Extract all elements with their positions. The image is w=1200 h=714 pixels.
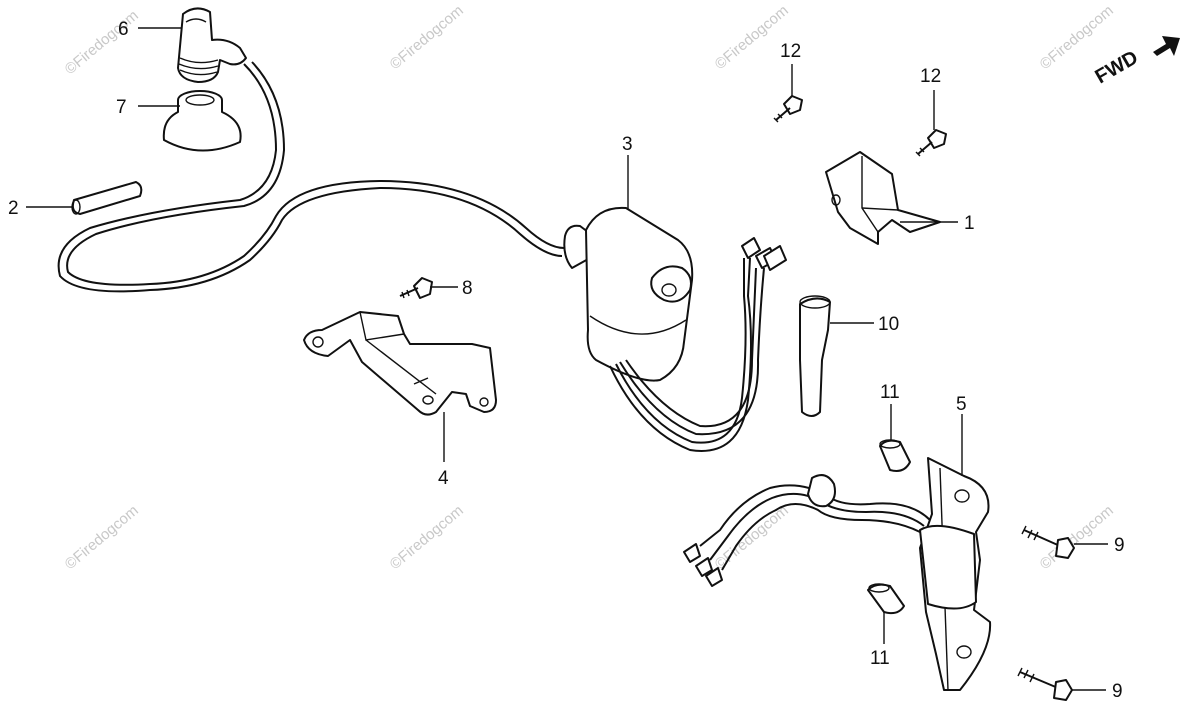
bolt xyxy=(399,277,433,299)
forward-direction-indicator: FWD xyxy=(1092,36,1180,89)
high-tension-cord xyxy=(57,61,565,293)
collar xyxy=(879,439,911,472)
coil-lead-wires xyxy=(609,237,787,452)
callout-4: 4 xyxy=(438,468,449,489)
spark-plug-cap xyxy=(177,7,247,83)
leader-lines xyxy=(26,27,1108,691)
callout-11: 11 xyxy=(870,648,890,669)
ignition-coil xyxy=(563,206,694,382)
callouts: 6 7 2 3 1 12 12 8 4 10 11 11 5 9 9 xyxy=(8,19,1125,702)
collar xyxy=(867,583,905,615)
callout-2: 2 xyxy=(8,198,19,219)
watermark: ©Firedogcom xyxy=(387,502,467,573)
callout-11: 11 xyxy=(880,382,900,403)
callout-5: 5 xyxy=(956,394,967,415)
watermark: ©Firedogcom xyxy=(712,502,792,573)
watermark: ©Firedogcom xyxy=(1037,502,1117,573)
bolt xyxy=(1017,667,1073,701)
rubber-sleeve xyxy=(799,295,831,417)
callout-9: 9 xyxy=(1114,535,1125,556)
tube xyxy=(71,181,143,215)
callout-6: 6 xyxy=(118,19,129,40)
watermark: ©Firedogcom xyxy=(387,2,467,73)
bolt xyxy=(773,95,803,123)
callout-12: 12 xyxy=(780,41,801,62)
callout-3: 3 xyxy=(622,134,633,155)
bolt xyxy=(1021,525,1075,559)
callout-12: 12 xyxy=(920,66,941,87)
watermark: ©Firedogcom xyxy=(712,2,792,73)
callout-9: 9 xyxy=(1112,681,1123,702)
callout-10: 10 xyxy=(878,314,899,335)
callout-1: 1 xyxy=(964,213,975,234)
callout-8: 8 xyxy=(462,278,473,299)
callout-7: 7 xyxy=(116,97,127,118)
cap-seal xyxy=(162,90,242,152)
exciter-coil xyxy=(919,457,992,691)
bolt xyxy=(915,129,947,157)
coil-bracket xyxy=(303,311,497,416)
watermark: ©Firedogcom xyxy=(62,502,142,573)
fwd-label: FWD xyxy=(1092,47,1142,89)
forward-arrow-icon xyxy=(1153,36,1180,56)
watermark: ©Firedogcom xyxy=(62,7,142,78)
wire-harness xyxy=(683,474,931,587)
bracket xyxy=(825,151,941,245)
